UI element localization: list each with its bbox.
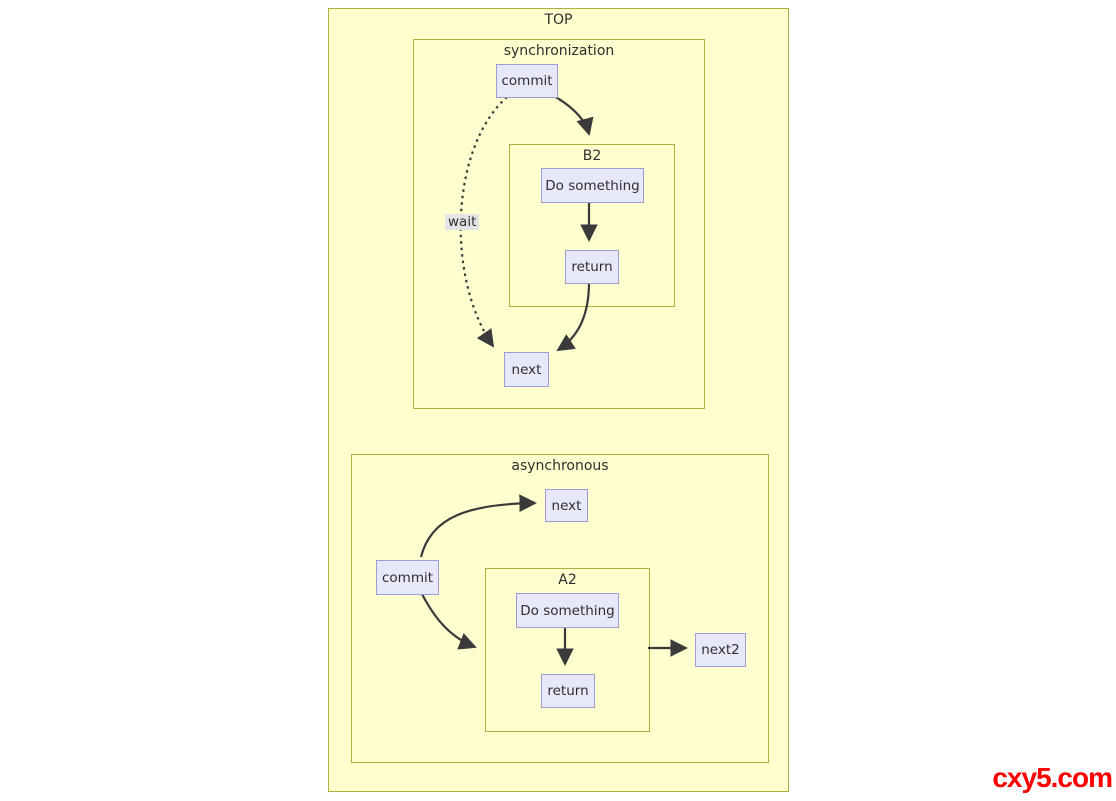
node-b2-do-something-label: Do something [545,177,640,194]
node-async-next: next [545,489,588,522]
node-b2-return: return [565,250,619,284]
frame-asynchronous: asynchronous next commit A2 Do something… [351,454,769,763]
frame-top-title: TOP [544,12,573,28]
frame-a2: A2 Do something return [485,568,650,732]
node-async-next2-label: next2 [701,642,740,658]
node-sync-commit: commit [496,64,558,98]
node-async-commit: commit [376,560,439,595]
frame-a2-title: A2 [558,572,577,588]
edge-label-wait: wait [445,214,480,230]
frame-asynchronous-title: asynchronous [511,458,609,474]
node-sync-next-label: next [511,361,542,378]
node-async-next-label: next [551,497,582,514]
node-a2-return-label: return [547,683,589,699]
watermark-text: cxy5.com [992,762,1113,793]
node-sync-next: next [504,352,549,387]
node-async-commit-label: commit [381,569,434,586]
frame-synchronization-title: synchronization [503,43,615,59]
node-async-next2: next2 [695,633,746,667]
node-a2-do-something: Do something [516,593,619,628]
node-b2-return-label: return [571,259,613,275]
node-a2-return: return [541,674,595,708]
frame-top: TOP synchronization commit B2 Do somethi… [328,8,789,792]
node-a2-do-something-label: Do something [520,602,615,619]
frame-b2: B2 Do something return [509,144,675,307]
frame-synchronization: synchronization commit B2 Do something r… [413,39,705,409]
frame-b2-title: B2 [582,148,602,164]
node-b2-do-something: Do something [541,168,644,203]
node-sync-commit-label: commit [501,73,553,89]
